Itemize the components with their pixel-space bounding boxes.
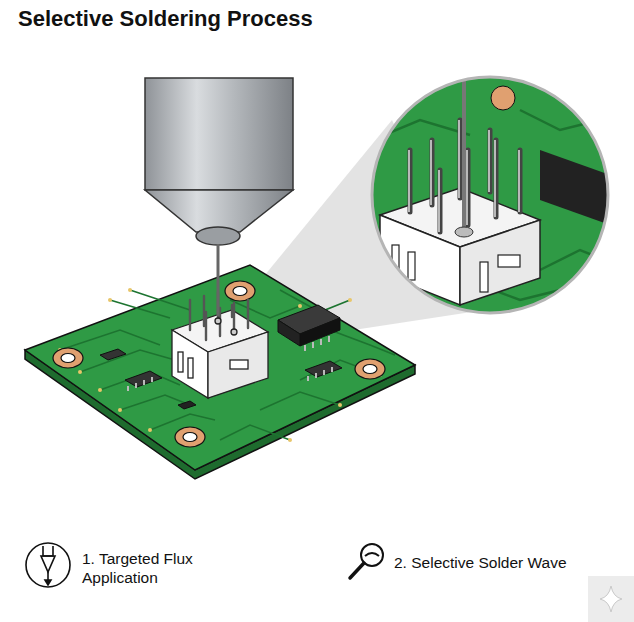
step-label: 1. Targeted Flux Application xyxy=(82,549,222,588)
pin-header xyxy=(172,292,268,398)
diagram-title: Selective Soldering Process xyxy=(18,6,313,32)
zoom-frame xyxy=(372,77,608,313)
ic-chips xyxy=(100,305,342,409)
pcb-board xyxy=(25,265,415,470)
corner-mark xyxy=(588,576,634,622)
pcb-pads xyxy=(58,288,382,442)
zoom-detail xyxy=(370,75,610,315)
magnifier-icon xyxy=(350,544,383,578)
step-label: 2. Selective Solder Wave xyxy=(394,553,614,572)
flux-nozzle xyxy=(145,78,293,316)
flux-icon xyxy=(26,543,70,587)
pcb-traces xyxy=(60,290,395,440)
